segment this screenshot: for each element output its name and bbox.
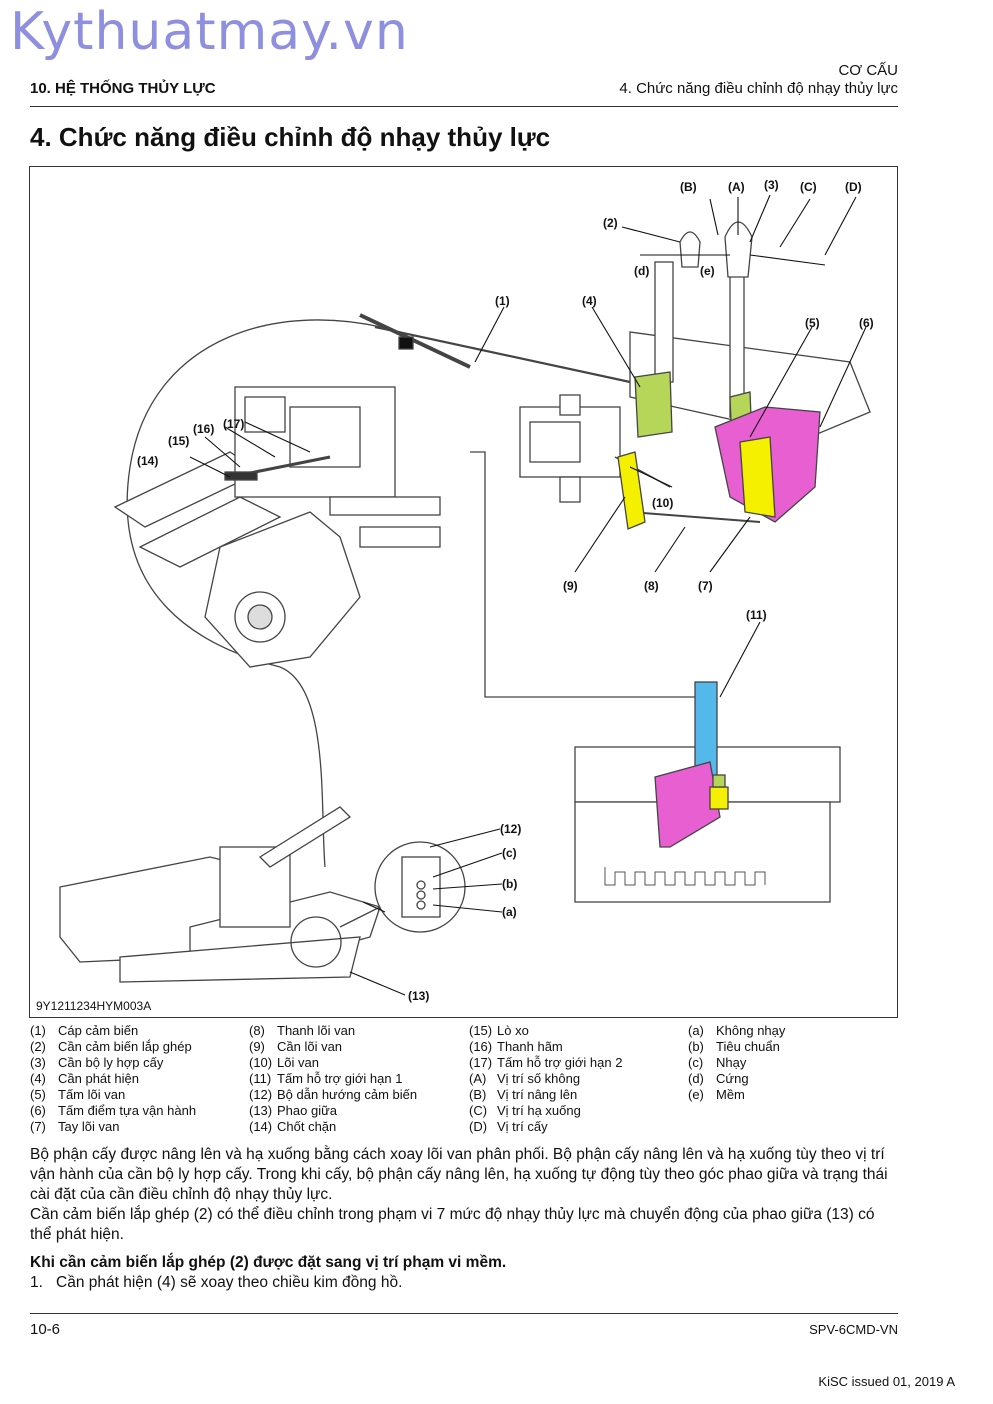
legend-item: (d)Cứng	[688, 1071, 749, 1086]
legend-item: (9)Cần lõi van	[249, 1039, 343, 1054]
legend-item: (17)Tấm hỗ trợ giới hạn 2	[469, 1055, 623, 1070]
legend-item: (3)Cần bộ ly hợp cấy	[30, 1055, 164, 1070]
callout-15: (15)	[168, 434, 189, 448]
detection-lever-green	[634, 371, 673, 438]
cable-clamp	[398, 336, 414, 350]
callout-D: (D)	[845, 180, 862, 194]
callout-12: (12)	[500, 822, 521, 836]
callout-7: (7)	[698, 579, 713, 593]
legend-item: (D)Vị trí cấy	[469, 1119, 548, 1134]
step-text: Cần phát hiện (4) sẽ xoay theo chiều kim…	[56, 1274, 403, 1291]
page-number: 10-6	[30, 1321, 61, 1338]
callout-14: (14)	[137, 454, 158, 468]
legend-item: (8)Thanh lõi van	[249, 1023, 356, 1038]
callout-1: (1)	[495, 294, 510, 308]
legend-item: (6)Tấm điểm tựa vận hành	[30, 1103, 197, 1118]
legend-item: (A)Vị trí số không	[469, 1071, 581, 1086]
callout-16: (16)	[193, 422, 214, 436]
paragraph-2: Cần cảm biến lắp ghép (2) có thể điều ch…	[30, 1206, 875, 1243]
legend-item: (B)Vị trí nâng lên	[469, 1087, 578, 1102]
legend-item: (11)Tấm hỗ trợ giới hạn 1	[249, 1071, 403, 1086]
step-number: 1.	[30, 1274, 43, 1291]
legend-column-2: (8)Thanh lõi van (9)Cần lõi van (10)Lõi …	[249, 1023, 417, 1135]
legend-item: (2)Cần cảm biến lắp ghép	[30, 1039, 192, 1054]
legend-item: (10)Lõi van	[249, 1055, 319, 1070]
valve-lever-yellow	[617, 451, 646, 530]
legend-item: (4)Cần phát hiện	[30, 1071, 139, 1086]
callout-A: (A)	[728, 180, 745, 194]
callout-a: (a)	[502, 905, 517, 919]
legend-item: (15)Lò xo	[469, 1023, 529, 1038]
callout-2: (2)	[603, 216, 618, 230]
legend-item: (12)Bộ dẫn hướng cảm biến	[249, 1087, 418, 1102]
legend-item: (16)Thanh hãm	[469, 1039, 563, 1054]
callout-C: (C)	[800, 180, 817, 194]
legend-item: (7)Tay lõi van	[30, 1119, 120, 1134]
legend-item: (14)Chốt chặn	[249, 1119, 337, 1134]
callout-11: (11)	[746, 608, 767, 622]
callout-b: (b)	[502, 877, 517, 891]
callout-13: (13)	[408, 989, 429, 1003]
footer-divider	[30, 1313, 898, 1314]
callout-3: (3)	[764, 178, 779, 192]
chapter-header: 10. HỆ THỐNG THỦY LỰC	[30, 80, 216, 97]
section-header-bottom: 4. Chức năng điều chỉnh độ nhạy thủy lực	[619, 80, 898, 97]
callout-10: (10)	[652, 496, 673, 510]
issue-note: KiSC issued 01, 2019 A	[818, 1374, 955, 1389]
section-header-top: CƠ CẤU	[838, 62, 898, 79]
legend-item: (13)Phao giữa	[249, 1103, 338, 1118]
paragraph-1: Bộ phận cấy được nâng lên và hạ xuống bằ…	[30, 1146, 888, 1203]
legend-column-1: (1)Cáp cảm biến (2)Cần cảm biến lắp ghép…	[30, 1023, 196, 1135]
legend-column-3: (15)Lò xo (16)Thanh hãm (17)Tấm hỗ trợ g…	[469, 1023, 622, 1135]
legend-item: (C)Vị trí hạ xuống	[469, 1103, 581, 1118]
callout-4: (4)	[582, 294, 597, 308]
subheading: Khi cần cảm biến lắp ghép (2) được đặt s…	[30, 1254, 507, 1271]
legend-item: (a)Không nhạy	[688, 1023, 786, 1038]
spring-element	[224, 471, 258, 481]
callout-9: (9)	[563, 579, 578, 593]
callout-5: (5)	[805, 316, 820, 330]
watermark-logo-text: Kythuatmay.vn	[10, 2, 409, 62]
hydraulic-diagram-figure: (B) (A) (3) (C) (D) (2) (d) (e) (1) (4) …	[29, 166, 898, 1018]
step-item: 1. Cần phát hiện (4) sẽ xoay theo chiều k…	[30, 1274, 402, 1292]
body-text: Bộ phận cấy được nâng lên và hạ xuống bằ…	[30, 1145, 898, 1245]
header-divider	[30, 106, 898, 107]
callout-B: (B)	[680, 180, 697, 194]
legend-item: (e)Mềm	[688, 1087, 745, 1102]
page-title: 4. Chức năng điều chỉnh độ nhạy thủy lực	[30, 122, 551, 152]
callout-c: (c)	[502, 846, 517, 860]
callout-6: (6)	[859, 316, 874, 330]
legend-item: (b)Tiêu chuẩn	[688, 1039, 780, 1054]
callout-17: (17)	[223, 417, 244, 431]
document-code: SPV-6CMD-VN	[809, 1322, 898, 1337]
legend-item: (5)Tấm lõi van	[30, 1087, 126, 1102]
legend-column-4: (a)Không nhạy (b)Tiêu chuẩn (c)Nhạy (d)C…	[688, 1023, 785, 1103]
legend-item: (1)Cáp cảm biến	[30, 1023, 139, 1038]
figure-id: 9Y1211234HYM003A	[36, 999, 152, 1013]
callout-d: (d)	[634, 264, 649, 278]
callout-e: (e)	[700, 264, 715, 278]
diagram-svg: (B) (A) (3) (C) (D) (2) (d) (e) (1) (4) …	[59, 178, 874, 1003]
valve-arm-yellow	[739, 436, 776, 518]
legend-item: (c)Nhạy	[688, 1055, 747, 1070]
callout-8: (8)	[644, 579, 659, 593]
